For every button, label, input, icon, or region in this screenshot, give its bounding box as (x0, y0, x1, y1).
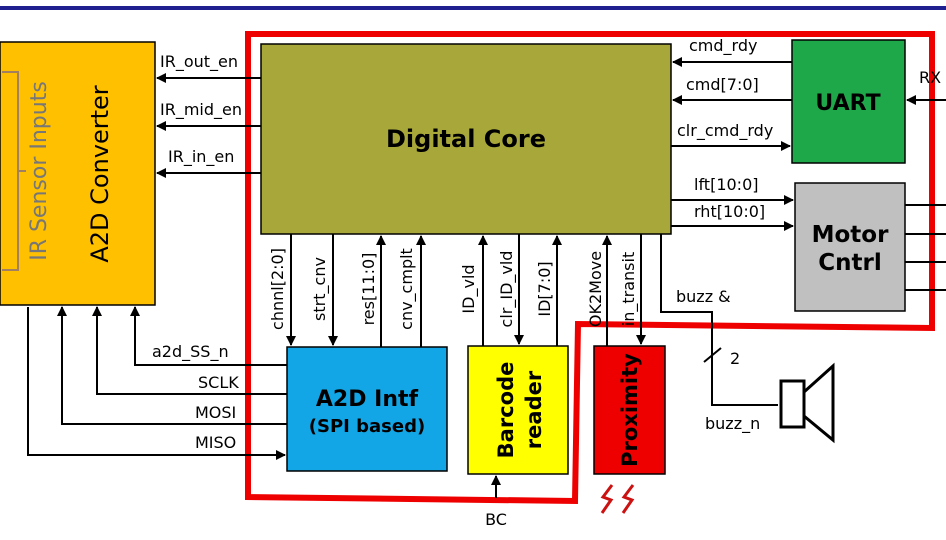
motor-label-line1: Motor (812, 222, 889, 248)
rht-label: rht[10:0] (694, 202, 765, 221)
strt-cnv-label: strt_cnv (310, 257, 330, 321)
a2d-converter-block (0, 41, 156, 306)
motor-cntrl-block (794, 182, 906, 312)
clr-cmd-rdy-label: clr_cmd_rdy (677, 121, 773, 141)
motor-label-line2: Cntrl (818, 250, 881, 276)
proximity-block (593, 345, 666, 475)
in-transit-label: in_transit (619, 252, 639, 326)
digital-core-block (260, 43, 672, 235)
cmd-label: cmd[7:0] (686, 75, 759, 94)
uart-block (791, 39, 906, 164)
clr-id-vld-label: clr_ID_vld (497, 251, 517, 328)
ir-mid-en-label: IR_mid_en (160, 100, 242, 120)
a2d-intf-label-line2: (SPI based) (309, 416, 425, 437)
a2d-converter-label: A2D Converter (86, 85, 114, 262)
motor-wires (671, 195, 946, 291)
lft-label: lft[10:0] (694, 175, 758, 194)
ir-out-en-label: IR_out_en (160, 52, 238, 72)
digital-core-label: Digital Core (386, 125, 546, 153)
a2d-intf-core-wires (286, 234, 426, 347)
proximity-label: Proximity (618, 353, 642, 467)
barcode-reader-block (467, 345, 569, 475)
mosi-wire (57, 306, 287, 425)
spi-wires (27, 306, 287, 460)
ir-in-en-label: IR_in_en (168, 147, 234, 167)
uart-label: UART (815, 91, 880, 116)
speaker-icon (779, 362, 835, 444)
barcode-label-line2: reader (522, 370, 546, 449)
mosi-label: MOSI (195, 403, 236, 422)
barcode-core-wires (478, 234, 562, 498)
a2d-intf-label-line1: A2D Intf (316, 387, 419, 412)
bc-label: BC (485, 510, 507, 529)
bus-slash (703, 347, 722, 363)
buzz-label: buzz & (676, 287, 731, 306)
proximity-emission-icon (600, 484, 635, 514)
barcode-label-line1: Barcode (494, 362, 518, 459)
buzz-wire (660, 234, 778, 406)
buzz-n-label: buzz_n (705, 414, 760, 434)
top-rule (0, 6, 946, 10)
bus-width-label: 2 (730, 349, 740, 368)
uart-wires (671, 57, 946, 151)
cnv-cmplt-label: cnv_cmplt (397, 248, 417, 330)
chnnl-label: chnnl[2:0] (268, 248, 287, 330)
id-label: ID[7:0] (535, 261, 554, 316)
a2d-intf-block (286, 346, 448, 472)
miso-wire (27, 307, 286, 460)
miso-label: MISO (195, 433, 236, 452)
cmd-rdy-label: cmd_rdy (689, 36, 757, 56)
ir-enable-wires (156, 73, 261, 178)
ok2move-label: OK2Move (586, 251, 605, 327)
digital-boundary (245, 31, 935, 505)
buzz-path (660, 234, 778, 406)
rx-label: RX (919, 68, 941, 87)
proximity-core-wires (602, 234, 646, 346)
sclk-label: SCLK (198, 373, 239, 392)
a2d-ss-n-label: a2d_SS_n (152, 342, 229, 362)
id-vld-label: ID_vld (459, 264, 479, 313)
res-label: res[11:0] (359, 253, 378, 326)
a2d-ss-n-wire (130, 306, 287, 366)
ir-sensor-inputs-label: IR Sensor Inputs (27, 81, 52, 261)
sclk-wire (92, 306, 287, 395)
